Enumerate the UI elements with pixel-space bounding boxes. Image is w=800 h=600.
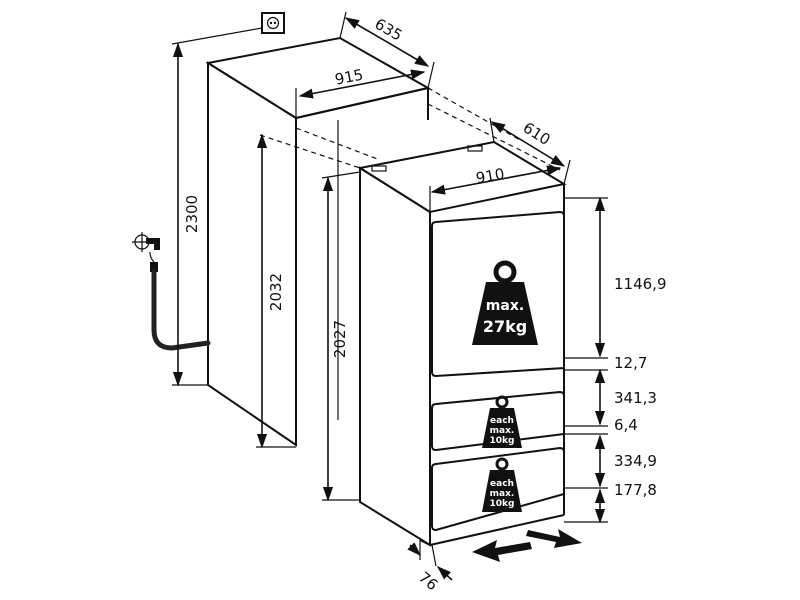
dim-door-offset: 76 <box>415 568 441 594</box>
door-weight-line2: 27kg <box>483 317 527 336</box>
weight-icon-drawer1: each max. 10kg <box>482 395 522 448</box>
dim-upper-door-height: 1146,9 <box>614 275 667 293</box>
dim-plinth-height: 177,8 <box>614 481 657 499</box>
drawer1-weight-line3: 10kg <box>490 436 515 446</box>
dim-niche-height-inner: 2032 <box>267 273 285 311</box>
upper-drawer <box>431 390 565 452</box>
air-intake-arrow-icon <box>472 540 532 562</box>
dim-drawer-1-height: 341,3 <box>614 389 657 407</box>
upper-door <box>431 210 565 378</box>
drawer1-weight-line2: max. <box>490 426 515 436</box>
lower-drawer <box>431 446 565 532</box>
socket-icon <box>261 12 285 34</box>
drawer2-weight-line1: each <box>490 479 514 489</box>
weight-icon-door: max. 27kg <box>472 260 538 345</box>
dim-gap-2: 6,4 <box>614 416 638 434</box>
dim-appliance-depth: 610 <box>520 119 554 149</box>
dim-niche-height-total: 2300 <box>183 195 201 233</box>
dim-appliance-height: 2027 <box>331 320 349 358</box>
dim-drawer-2-height: 334,9 <box>614 452 657 470</box>
drawer2-weight-line3: 10kg <box>490 499 515 509</box>
water-hose <box>151 269 211 351</box>
drawer2-weight-line2: max. <box>490 489 515 499</box>
dim-gap-1: 12,7 <box>614 354 647 372</box>
weight-icon-drawer2: each max. 10kg <box>482 457 522 512</box>
dim-niche-depth: 635 <box>372 15 406 45</box>
dim-niche-width: 915 <box>333 66 365 89</box>
door-weight-line1: max. <box>486 298 524 314</box>
niche-cabinet <box>205 36 561 447</box>
dim-appliance-width: 910 <box>474 165 505 188</box>
drawer1-weight-line1: each <box>490 416 514 426</box>
water-tap-icon <box>132 232 160 272</box>
air-outlet-arrow-icon <box>526 529 582 548</box>
